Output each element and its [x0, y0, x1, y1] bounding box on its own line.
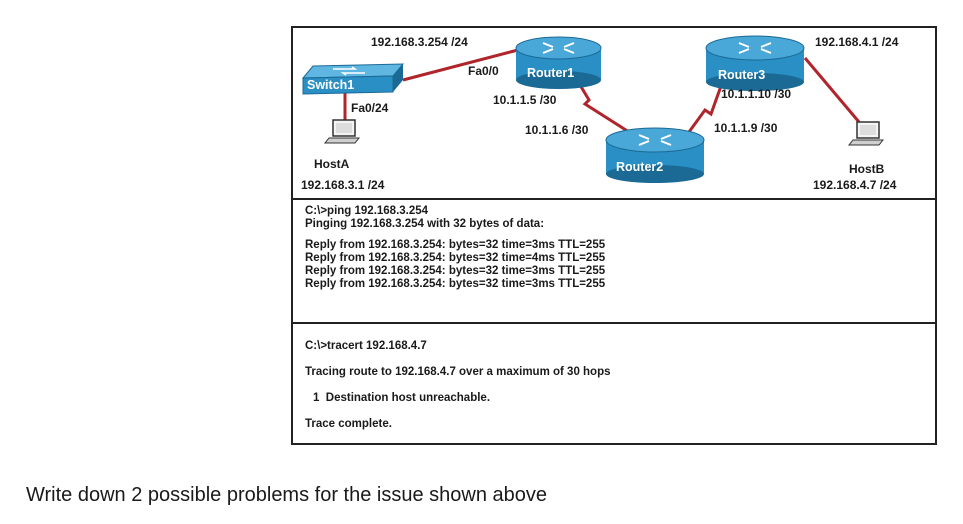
- hosta-computer-icon: [323, 119, 361, 144]
- switch1-fa024-label: Fa0/24: [351, 101, 389, 115]
- router1-lan-ip-label: 192.168.3.254 /24: [371, 35, 468, 49]
- link-switch1-router1: [402, 48, 519, 82]
- router1-icon: [515, 36, 602, 89]
- ping-command-line: C:\>ping 192.168.3.254: [305, 205, 429, 217]
- switch1-label: Switch1: [307, 78, 354, 92]
- tracert-hop-line: 1 Destination host unreachable.: [313, 392, 491, 404]
- link-router1-router2: [575, 79, 630, 134]
- network-figure: Switch1 Router1 Router2 Router3: [291, 26, 937, 445]
- router2-serial-r1-label: 10.1.1.6 /30: [525, 123, 589, 137]
- link-router3-hostb: [803, 57, 861, 123]
- router1-label: Router1: [527, 66, 574, 80]
- router3-label: Router3: [718, 68, 765, 82]
- tracert-complete-line: Trace complete.: [305, 418, 392, 430]
- hosta-ip: 192.168.3.1 /24: [301, 178, 385, 192]
- hostb-label: HostB: [849, 162, 885, 176]
- router1-fa00-label: Fa0/0: [468, 64, 499, 78]
- ping-reply-line: Reply from 192.168.3.254: bytes=32 time=…: [305, 265, 606, 277]
- switch1-icon: [301, 63, 405, 95]
- router3-icon: [705, 35, 805, 91]
- ping-reply-line: Reply from 192.168.3.254: bytes=32 time=…: [305, 278, 606, 290]
- router3-serial-label: 10.1.1.10 /30: [721, 87, 791, 101]
- hostb-ip: 192.168.4.7 /24: [813, 178, 897, 192]
- tracert-command-line: C:\>tracert 192.168.4.7: [305, 340, 427, 352]
- tracert-header-line: Tracing route to 192.168.4.7 over a maxi…: [305, 366, 611, 378]
- router2-icon: [605, 127, 705, 183]
- ping-reply-line: Reply from 192.168.3.254: bytes=32 time=…: [305, 252, 606, 264]
- router2-label: Router2: [616, 160, 663, 174]
- hostb-computer-icon: [847, 121, 885, 146]
- tracert-output-panel: C:\>tracert 192.168.4.7 Tracing route to…: [293, 322, 935, 443]
- topology-diagram: Switch1 Router1 Router2 Router3: [301, 35, 899, 192]
- router2-serial-r3-label: 10.1.1.9 /30: [714, 121, 778, 135]
- ping-header-line: Pinging 192.168.3.254 with 32 bytes of d…: [305, 218, 545, 230]
- ping-reply-line: Reply from 192.168.3.254: bytes=32 time=…: [305, 239, 606, 251]
- router1-serial-label: 10.1.1.5 /30: [493, 93, 557, 107]
- ping-output-panel: C:\>ping 192.168.3.254 Pinging 192.168.3…: [293, 198, 935, 322]
- router3-lan-ip-label: 192.168.4.1 /24: [815, 35, 899, 49]
- hosta-label: HostA: [314, 157, 350, 171]
- link-router2-router3: [687, 85, 723, 133]
- question-text: Write down 2 possible problems for the i…: [26, 484, 548, 506]
